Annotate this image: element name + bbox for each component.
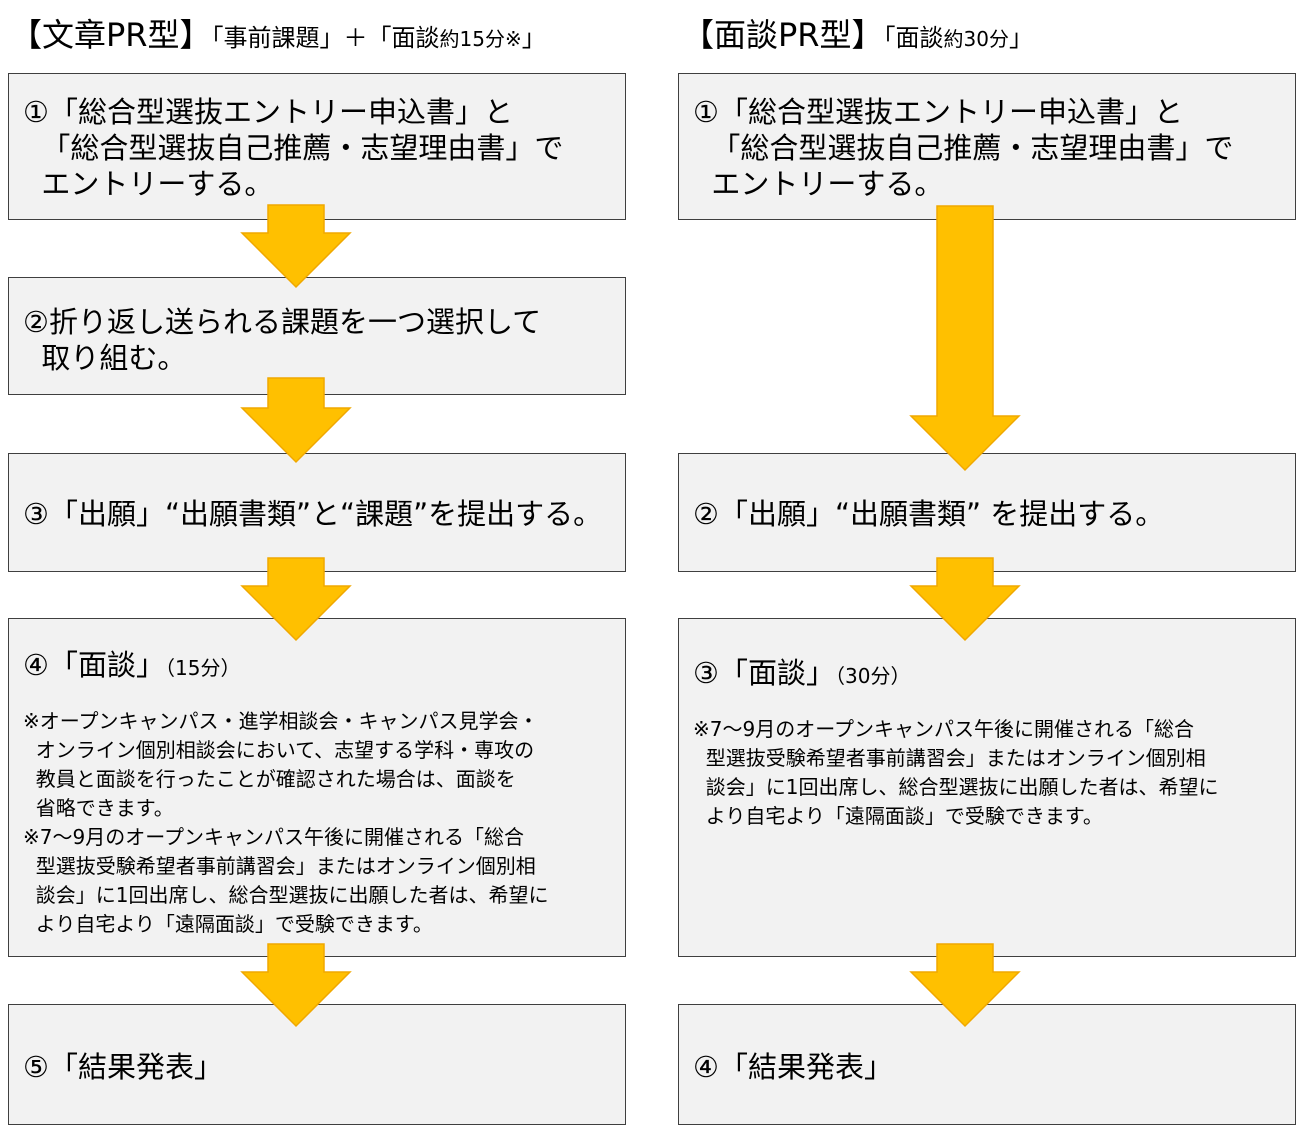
left-step-1-text: ①「総合型選抜エントリー申込書」と 「総合型選抜自己推薦・志望理由書」で エント… (23, 95, 564, 201)
right-step-2-text: ②「出願」“出願書類” を提出する。 (693, 497, 1165, 531)
right-step-3-title-row: ③「面談」（30分） (693, 655, 910, 694)
right-heading-part3: 」 (1009, 24, 1033, 52)
left-step-4-sub: （15分） (165, 656, 241, 680)
left-arrow-1 (240, 204, 352, 289)
left-step-2-text: ②折り返し送られる課題を一つ選択して 取り組む。 (23, 305, 542, 375)
right-step-4-box: ④「結果発表」 (678, 1004, 1296, 1125)
left-step-1-box: ①「総合型選抜エントリー申込書」と 「総合型選抜自己推薦・志望理由書」で エント… (8, 73, 626, 220)
right-arrow-2 (909, 557, 1021, 642)
left-arrow-4 (240, 943, 352, 1028)
right-arrow-3 (909, 943, 1021, 1028)
left-step-4-box: ④「面談」（15分） ※オープンキャンパス・進学相談会・キャンパス見学会・ オン… (8, 618, 626, 957)
right-step-3-box: ③「面談」（30分） ※7～9月のオープンキャンパス午後に開催される「総合 型選… (678, 618, 1296, 957)
right-step-2-box: ②「出願」“出願書類” を提出する。 (678, 453, 1296, 572)
left-heading-main: 【文章PR型】 (10, 16, 212, 54)
left-arrow-3 (240, 557, 352, 642)
left-heading: 【文章PR型】「事前課題」＋「面談約15分※」 (10, 14, 546, 60)
right-step-3-title: ③「面談」 (693, 656, 835, 690)
left-step-3-text: ③「出願」“出願書類”と“課題”を提出する。 (23, 497, 603, 531)
left-step-4-title-row: ④「面談」（15分） (23, 647, 240, 686)
right-heading-part1: 「面談 (883, 24, 944, 52)
right-heading-main: 【面談PR型】 (682, 16, 884, 54)
left-heading-part1: 「事前課題」＋「面談 (211, 24, 440, 52)
right-step-1-box: ①「総合型選抜エントリー申込書」と 「総合型選抜自己推薦・志望理由書」で エント… (678, 73, 1296, 220)
right-step-3-sub: （30分） (835, 664, 911, 688)
left-heading-part2: 約15分※ (439, 27, 522, 51)
right-step-4-text: ④「結果発表」 (693, 1050, 893, 1084)
right-step-3-notes: ※7～9月のオープンキャンパス午後に開催される「総合 型選抜受験希望者事前講習会… (693, 717, 1219, 828)
left-step-4-title: ④「面談」 (23, 648, 165, 682)
left-step-2-box: ②折り返し送られる課題を一つ選択して 取り組む。 (8, 277, 626, 395)
left-step-3-box: ③「出願」“出願書類”と“課題”を提出する。 (8, 453, 626, 572)
left-arrow-2 (240, 377, 352, 464)
left-heading-part3: 」 (521, 24, 546, 52)
right-step-1-text: ①「総合型選抜エントリー申込書」と 「総合型選抜自己推薦・志望理由書」で エント… (693, 95, 1234, 201)
left-step-5-text: ⑤「結果発表」 (23, 1050, 223, 1084)
right-heading: 【面談PR型】「面談約30分」 (682, 14, 1033, 60)
left-step-4-notes: ※オープンキャンパス・進学相談会・キャンパス見学会・ オンライン個別相談会におい… (23, 709, 549, 936)
right-heading-part2: 約30分 (943, 27, 1009, 51)
right-arrow-1 (909, 205, 1021, 472)
